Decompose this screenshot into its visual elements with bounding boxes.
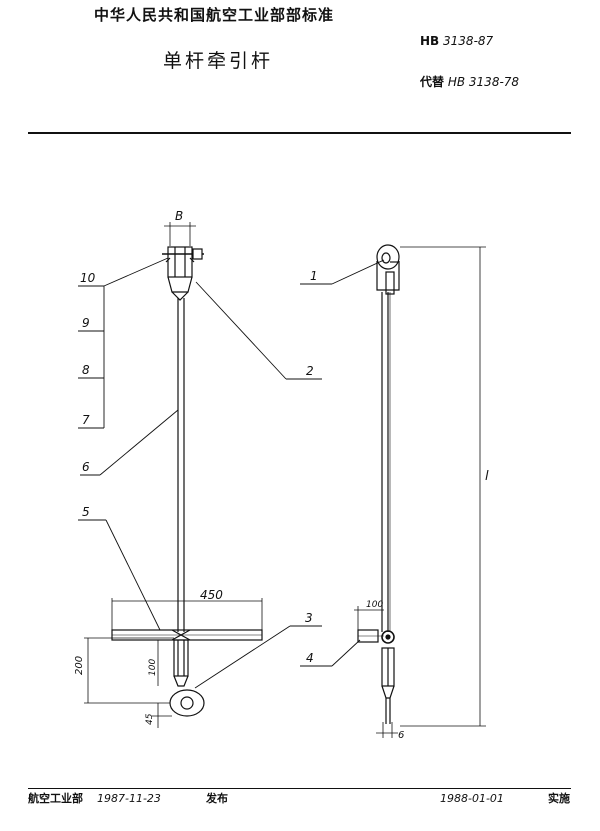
footer-effective-date: 1988-01-01 <box>440 792 504 805</box>
dim-lower-height: 200 <box>74 656 85 675</box>
callout-9: 9 <box>82 316 90 330</box>
standard-prefix: HB <box>420 34 440 48</box>
callout-1: 1 <box>310 269 318 283</box>
footer-effective-label: 实施 <box>548 792 570 805</box>
standard-code: HB 3138-87 <box>420 35 493 47</box>
dim-bar-length: 450 <box>200 588 223 602</box>
header-rule <box>28 132 571 134</box>
footer-issue-date: 1987-11-23 <box>97 792 161 805</box>
replaces-code: 代替 HB 3138-78 <box>420 76 519 88</box>
replaces-number: HB 3138-78 <box>447 75 520 89</box>
lower-tube <box>173 639 189 677</box>
dim-total-length: l <box>485 469 489 484</box>
document-title: 单杆牵引杆 <box>163 50 274 72</box>
footer-rule <box>28 788 571 789</box>
standard-number: 3138-87 <box>443 34 494 48</box>
callout-2: 2 <box>306 364 314 378</box>
callout-3: 3 <box>305 611 313 625</box>
dim-rod-diameter: 6 <box>398 730 404 741</box>
dim-eye-offset: 45 <box>145 713 155 725</box>
issuing-authority: 中华人民共和国航空工业部部标准 <box>94 6 335 24</box>
dim-tube-length: 100 <box>148 659 158 676</box>
replaces-label: 代替 <box>420 75 445 89</box>
callout-10: 10 <box>80 271 96 285</box>
dim-side-offset: 100 <box>366 600 383 610</box>
callout-5: 5 <box>82 505 90 519</box>
dim-b: B <box>175 209 183 223</box>
footer-issuer: 航空工业部 <box>28 792 83 805</box>
top-clevis <box>167 246 193 278</box>
callout-8: 8 <box>82 363 90 377</box>
callout-6: 6 <box>82 460 90 474</box>
towing-eye <box>169 689 205 717</box>
callout-4: 4 <box>306 651 314 665</box>
callout-7: 7 <box>82 413 90 427</box>
footer-issue-label: 发布 <box>206 792 228 805</box>
side-top-eye <box>376 244 400 270</box>
